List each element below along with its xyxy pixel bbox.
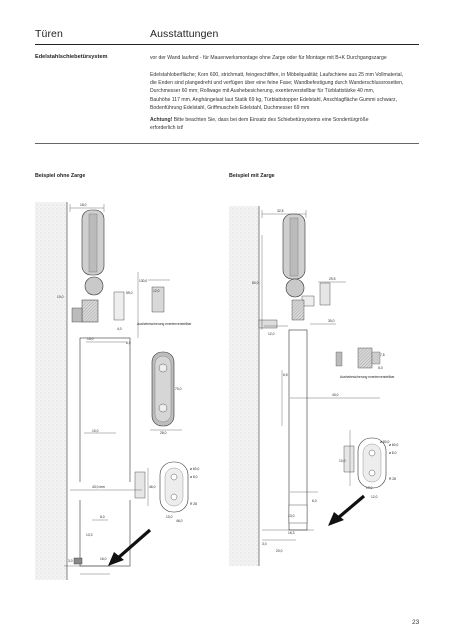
svg-text:12,0: 12,0: [153, 289, 160, 293]
svg-text:12,0: 12,0: [371, 495, 378, 499]
svg-text:130,0: 130,0: [139, 279, 147, 283]
description-block: Edelstahloberfläche; Korn 600, strichmat…: [150, 71, 425, 112]
svg-text:3,0: 3,0: [262, 542, 267, 546]
svg-text:46,0: 46,0: [176, 519, 183, 523]
description-line: Edelstahloberfläche; Korn 600, strichmat…: [150, 72, 404, 78]
svg-text:6,5: 6,5: [283, 373, 288, 377]
svg-text:8,0: 8,0: [100, 515, 105, 519]
door-left: [79, 337, 131, 567]
description-intro: vor der Wand laufend - für Mauerwerksmon…: [150, 55, 387, 61]
svg-text:3,0: 3,0: [68, 559, 73, 563]
header-right-title: Ausstattungen: [150, 28, 219, 40]
svg-text:46,0: 46,0: [149, 485, 156, 489]
drawing-left: 18,0 10,0 130,0 12,0 59,0 4,0 6,0 13,0 7…: [35, 202, 200, 580]
svg-text:10,0: 10,0: [166, 515, 173, 519]
note-text-2: erforderlich ist!: [150, 125, 184, 132]
svg-text:13,0: 13,0: [366, 486, 373, 490]
drawing-right: 32,5 29,5 80,0 12,0 30,0 6,5 40,0 ø 80,0…: [229, 206, 399, 566]
svg-text:59,0: 59,0: [126, 291, 133, 295]
door-right: [288, 329, 308, 531]
svg-text:ø 8,0: ø 8,0: [190, 475, 198, 479]
description-line: die Enden sind plangedreht und verfügen …: [150, 80, 404, 87]
svg-text:13,0: 13,0: [288, 514, 295, 518]
arrow-right-icon: [328, 494, 366, 526]
svg-text:10,0: 10,0: [57, 295, 64, 299]
svg-text:28,0: 28,0: [160, 431, 167, 435]
svg-text:40,0: 40,0: [332, 393, 339, 397]
description-line: Bauhöhe 117 mm, Anghängelast laut Statik…: [150, 96, 397, 103]
svg-text:13,0: 13,0: [87, 337, 94, 341]
svg-text:16,0: 16,0: [100, 557, 107, 561]
example-left-title: Beispiel ohne Zarge: [35, 173, 86, 179]
svg-text:16,3: 16,3: [288, 531, 295, 535]
svg-text:29,5: 29,5: [329, 277, 336, 281]
header-rule: [35, 44, 419, 45]
svg-text:20,0: 20,0: [276, 549, 283, 553]
note-block: Achtung! Bitte beachten Sie, dass bei de…: [150, 116, 425, 132]
wall-left: [35, 202, 67, 580]
svg-text:13,3: 13,3: [86, 533, 93, 537]
wall-right: [229, 206, 259, 356]
svg-text:R 28: R 28: [389, 477, 396, 481]
svg-text:ø 8,0: ø 8,0: [389, 451, 397, 455]
example-right-title: Beispiel mit Zarge: [229, 173, 275, 179]
dims-left: 18,0 10,0 130,0 12,0 59,0 4,0 6,0 13,0 7…: [57, 203, 200, 563]
svg-text:10,0: 10,0: [92, 429, 99, 433]
section-label: Edelstahlschiebetürsystem: [35, 54, 108, 60]
svg-text:6,0: 6,0: [126, 341, 131, 345]
technical-drawings: 18,0 10,0 130,0 12,0 59,0 4,0 6,0 13,0 7…: [35, 202, 399, 580]
svg-text:43,0 mm: 43,0 mm: [92, 485, 105, 489]
aushebe-label-right: Aushebesicherung exenterverstellbar: [340, 375, 395, 379]
page-number: 23: [412, 619, 420, 626]
divider: [35, 143, 419, 144]
arrow-left-icon: [108, 528, 152, 566]
svg-text:32,5: 32,5: [277, 209, 284, 213]
handle-left: [159, 461, 189, 513]
svg-text:7,5: 7,5: [380, 353, 385, 357]
svg-text:80,0: 80,0: [252, 281, 259, 285]
description-line: Bodenführung Edelstahl, Griffmuscheln Ed…: [150, 104, 310, 111]
svg-text:ø 80,0: ø 80,0: [380, 440, 390, 444]
svg-text:12,0: 12,0: [268, 332, 275, 336]
svg-text:6,0: 6,0: [312, 499, 317, 503]
roller-left: [81, 299, 99, 323]
svg-text:70,0: 70,0: [175, 387, 182, 391]
header-left-title: Türen: [35, 28, 63, 40]
aushebe-right: [335, 347, 381, 369]
handle-right: [357, 437, 387, 489]
dims-right: 32,5 29,5 80,0 12,0 30,0 6,5 40,0 ø 80,0…: [252, 209, 399, 553]
svg-text:ø 60,0: ø 60,0: [190, 467, 200, 471]
stopper-left: [151, 351, 175, 427]
svg-text:4,0: 4,0: [117, 327, 122, 331]
aushebe-label-left: Aushebesicherung exenterverstellbar: [137, 322, 192, 326]
svg-text:5,0: 5,0: [378, 366, 383, 370]
svg-text:18,0: 18,0: [80, 203, 87, 207]
svg-text:R 28: R 28: [190, 502, 197, 506]
svg-text:30,0: 30,0: [328, 319, 335, 323]
description-line: Durchmesser 60 mm; Rollwage mit Aushebes…: [150, 88, 375, 95]
svg-text:ø 60,0: ø 60,0: [389, 443, 399, 447]
svg-text:10,0: 10,0: [339, 459, 346, 463]
note-bold: Achtung!: [150, 117, 173, 123]
note-text: Bitte beachten Sie, dass bei dem Einsatz…: [172, 117, 369, 123]
